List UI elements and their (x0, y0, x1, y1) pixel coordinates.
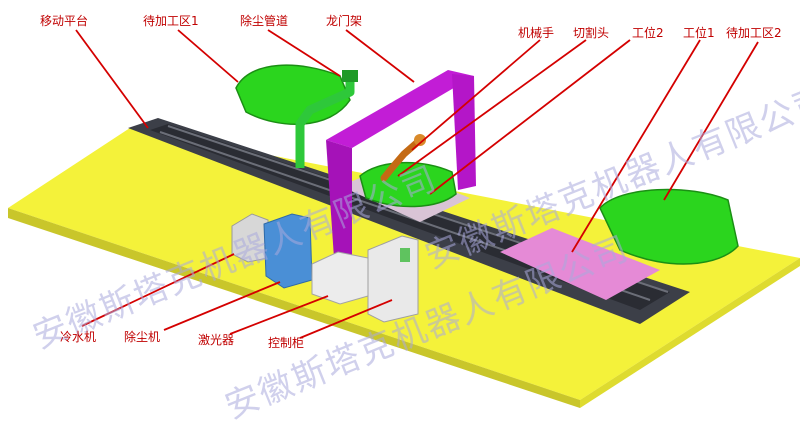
label-gantry: 龙门架 (326, 14, 363, 28)
arrow-zone-2 (663, 41, 759, 201)
leader-lines (75, 29, 759, 339)
gantry-leg-right (452, 74, 476, 190)
label-robot-arm: 机械手 (518, 26, 555, 40)
label-laser: 激光器 (198, 333, 235, 347)
arrow-laser (229, 295, 329, 335)
floor-edge-right (580, 258, 800, 408)
arrow-cutting-head (397, 39, 587, 177)
arrow-control-cabinet (299, 299, 393, 339)
arrow-dust-duct (267, 29, 341, 77)
arrow-zone-1 (177, 29, 239, 83)
dust-duct-head (342, 70, 358, 82)
floor-edge (8, 208, 580, 408)
part-zone-1 (235, 64, 351, 126)
dust-duct-pipe (295, 78, 355, 168)
label-control-cabinet: 控制柜 (268, 336, 305, 350)
workpiece-station-1 (500, 228, 660, 300)
control-cabinet-box (367, 235, 419, 323)
label-station-1: 工位1 (683, 26, 715, 40)
robot-arm (380, 136, 424, 182)
label-cutting-head: 切割头 (573, 26, 610, 40)
label-processing-zone-1: 待加工区1 (143, 14, 199, 28)
label-station-2: 工位2 (632, 26, 664, 40)
gantry-beam (326, 70, 474, 148)
arrow-station-2 (429, 39, 631, 195)
label-dust-collector: 除尘机 (124, 330, 161, 344)
label-mobile-platform: 移动平台 (40, 14, 89, 28)
label-chiller: 冷水机 (60, 330, 97, 344)
control-cabinet-panel (400, 248, 410, 262)
gantry-leg-left (326, 140, 352, 258)
arrow-gantry (345, 29, 415, 83)
dust-collector-box (263, 213, 313, 289)
label-processing-zone-2: 待加工区2 (726, 26, 782, 40)
arrow-mobile-platform (75, 29, 149, 129)
robot-joint (414, 134, 426, 146)
arrow-robot (411, 39, 541, 151)
laser-box (311, 251, 369, 305)
part-zone-2 (599, 188, 739, 265)
arrow-chiller (81, 253, 235, 327)
arrow-station-1 (571, 39, 701, 253)
arrow-dust-collector (163, 281, 281, 331)
label-dust-duct: 除尘管道 (240, 14, 289, 28)
